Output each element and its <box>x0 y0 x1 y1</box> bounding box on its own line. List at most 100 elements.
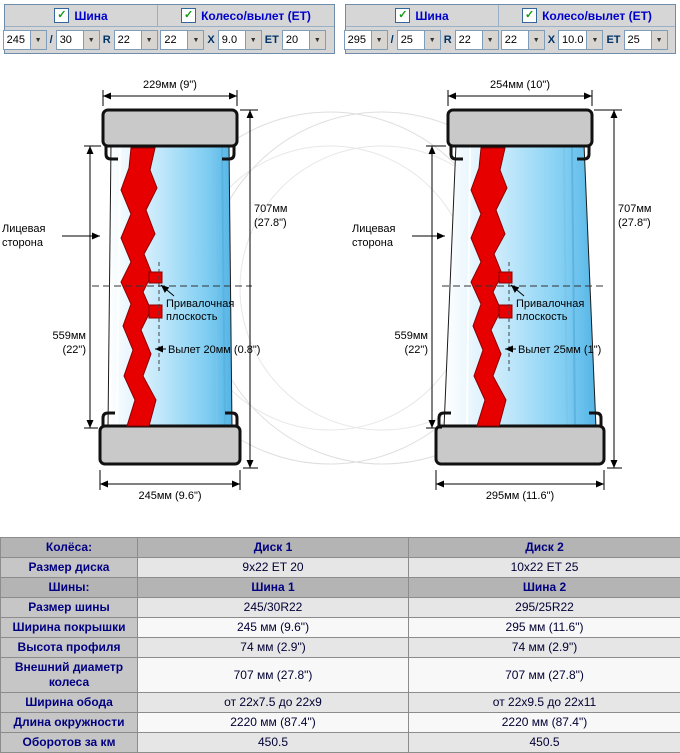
table-row: Ширина покрышки 245 мм (9.6") 295 мм (11… <box>1 618 680 638</box>
check-icon: ✓ <box>525 10 534 21</box>
wheel-x-label: X <box>207 34 214 46</box>
tire-checkbox[interactable]: ✓ <box>54 8 69 23</box>
left-face-side-label-1: Лицевая <box>2 223 45 235</box>
row-value-2: 707 мм (27.8") <box>409 658 680 693</box>
tire-checkbox[interactable]: ✓ <box>395 8 410 23</box>
table-row: Ширина обода от 22x7.5 до 22x9 от 22x9.5… <box>1 693 680 713</box>
wheel-checkbox[interactable]: ✓ <box>522 8 537 23</box>
header-disk1: Диск 1 <box>138 538 409 558</box>
wheel2-controls: ✓ Шина ✓ Колесо/вылет (ET) 295▼ / 25▼ R … <box>345 4 676 54</box>
tire-size-group: 245▼ / 30▼ R 22▼ <box>7 30 154 50</box>
row-label: Ширина обода <box>1 693 138 713</box>
right-mounting-plane-label-1: Привалочная <box>516 298 584 310</box>
header-disk2: Диск 2 <box>409 538 680 558</box>
left-bottom-width-label: 245мм (9.6") <box>138 490 201 502</box>
top-rim-flange <box>448 110 592 146</box>
tire-profile-select[interactable]: 30▼ <box>56 30 100 50</box>
tire-profile-select[interactable]: 25▼ <box>397 30 441 50</box>
left-wheel-cross-section <box>92 110 252 464</box>
row-label: Размер шины <box>1 598 138 618</box>
right-offset-label: Вылет 25мм (1") <box>518 344 601 356</box>
wheel2-headers: ✓ Шина ✓ Колесо/вылет (ET) <box>346 5 675 27</box>
right-bottom-width-label: 295мм (11.6") <box>486 490 554 502</box>
right-outer-diameter-label: 707мм <box>618 203 651 215</box>
header-label: Шины: <box>1 578 138 598</box>
right-face-side-label-1: Лицевая <box>352 223 395 235</box>
tire-rim-select[interactable]: 22▼ <box>114 30 158 50</box>
dropdown-arrow-icon[interactable]: ▼ <box>187 31 203 49</box>
row-label: Высота профиля <box>1 638 138 658</box>
wheel-size-group: 22▼ X 10.0▼ ET 25▼ <box>495 30 673 50</box>
wheel-section-header: ✓ Колесо/вылет (ET) <box>499 5 675 26</box>
wheel-diameter-select[interactable]: 22▼ <box>160 30 204 50</box>
dropdown-arrow-icon[interactable]: ▼ <box>30 31 46 49</box>
wheel-diagram: 229мм (9") 707мм (27.8") 559мм (22") 245… <box>0 76 680 536</box>
wheel-section-header: ✓ Колесо/вылет (ET) <box>158 5 334 26</box>
tire-size-group: 295▼ / 25▼ R 22▼ <box>348 30 495 50</box>
wheel1-headers: ✓ Шина ✓ Колесо/вылет (ET) <box>5 5 334 27</box>
wheel-checkbox[interactable]: ✓ <box>181 8 196 23</box>
tire-radial-label: R <box>444 34 452 46</box>
wheel1-controls: ✓ Шина ✓ Колесо/вылет (ET) 245▼ / 30▼ R … <box>4 4 335 54</box>
dropdown-arrow-icon[interactable]: ▼ <box>371 31 387 49</box>
right-mounting-plane-label-2: плоскость <box>516 311 568 323</box>
row-value-1: 245/30R22 <box>138 598 409 618</box>
header-tire2: Шина 2 <box>409 578 680 598</box>
row-label: Длина окружности <box>1 713 138 733</box>
row-value-1: 74 мм (2.9") <box>138 638 409 658</box>
left-mounting-plane-label-2: плоскость <box>166 311 218 323</box>
wheel-et-label: ET <box>265 34 279 46</box>
row-value-2: 450.5 <box>409 733 680 753</box>
row-value-2: от 22x9.5 до 22x11 <box>409 693 680 713</box>
row-value-1: 245 мм (9.6") <box>138 618 409 638</box>
row-value-1: 707 мм (27.8") <box>138 658 409 693</box>
dropdown-arrow-icon[interactable]: ▼ <box>528 31 544 49</box>
wheel-offset-select[interactable]: 25▼ <box>624 30 668 50</box>
wheel-diameter-select[interactable]: 22▼ <box>501 30 545 50</box>
row-label: Внешний диаметр колеса <box>1 658 138 693</box>
header-label: Колёса: <box>1 538 138 558</box>
right-top-width-label: 254мм (10") <box>490 79 550 91</box>
dropdown-arrow-icon[interactable]: ▼ <box>424 31 440 49</box>
table-row: Длина окружности 2220 мм (87.4") 2220 мм… <box>1 713 680 733</box>
dropdown-arrow-icon[interactable]: ▼ <box>651 31 667 49</box>
table-row: Внешний диаметр колеса 707 мм (27.8") 70… <box>1 658 680 693</box>
row-value-1: 9x22 ET 20 <box>138 558 409 578</box>
tire-label: Шина <box>415 9 448 23</box>
dropdown-arrow-icon[interactable]: ▼ <box>83 31 99 49</box>
bottom-rim-flange <box>100 426 240 464</box>
wheel-width-select[interactable]: 9.0▼ <box>218 30 262 50</box>
dropdown-arrow-icon[interactable]: ▼ <box>309 31 325 49</box>
bottom-rim-flange <box>436 426 604 464</box>
right-rim-diameter-inches: (22") <box>405 344 428 356</box>
left-outer-diameter-inches: (27.8") <box>254 217 287 229</box>
comparison-table: Колёса: Диск 1 Диск 2 Размер диска 9x22 … <box>0 537 680 753</box>
tire-width-select[interactable]: 245▼ <box>3 30 47 50</box>
left-face-side-label-2: сторона <box>2 237 44 249</box>
dropdown-arrow-icon[interactable]: ▼ <box>245 31 261 49</box>
dropdown-arrow-icon[interactable]: ▼ <box>586 31 602 49</box>
tire-width-select[interactable]: 295▼ <box>344 30 388 50</box>
wheel-offset-select[interactable]: 20▼ <box>282 30 326 50</box>
check-icon: ✓ <box>398 10 407 21</box>
row-value-2: 74 мм (2.9") <box>409 638 680 658</box>
wheel-et-label: ET <box>606 34 620 46</box>
top-rim-flange <box>103 110 237 146</box>
check-icon: ✓ <box>184 10 193 21</box>
left-mounting-plane-label-1: Привалочная <box>166 298 234 310</box>
tire-separator: / <box>50 34 53 46</box>
left-top-width-label: 229мм (9") <box>143 79 197 91</box>
table-row: Размер шины 245/30R22 295/25R22 <box>1 598 680 618</box>
tire-separator: / <box>391 34 394 46</box>
row-label: Оборотов за км <box>1 733 138 753</box>
row-value-1: от 22x7.5 до 22x9 <box>138 693 409 713</box>
row-value-2: 10x22 ET 25 <box>409 558 680 578</box>
row-value-2: 2220 мм (87.4") <box>409 713 680 733</box>
tire-section-header: ✓ Шина <box>346 5 499 26</box>
tire-rim-select[interactable]: 22▼ <box>455 30 499 50</box>
wheel-width-select[interactable]: 10.0▼ <box>558 30 603 50</box>
table-row: Размер диска 9x22 ET 20 10x22 ET 25 <box>1 558 680 578</box>
row-label: Размер диска <box>1 558 138 578</box>
wheel1-selectors: 245▼ / 30▼ R 22▼ 22▼ X 9.0▼ ET 20▼ <box>5 27 334 53</box>
right-face-side-label-2: сторона <box>352 237 394 249</box>
